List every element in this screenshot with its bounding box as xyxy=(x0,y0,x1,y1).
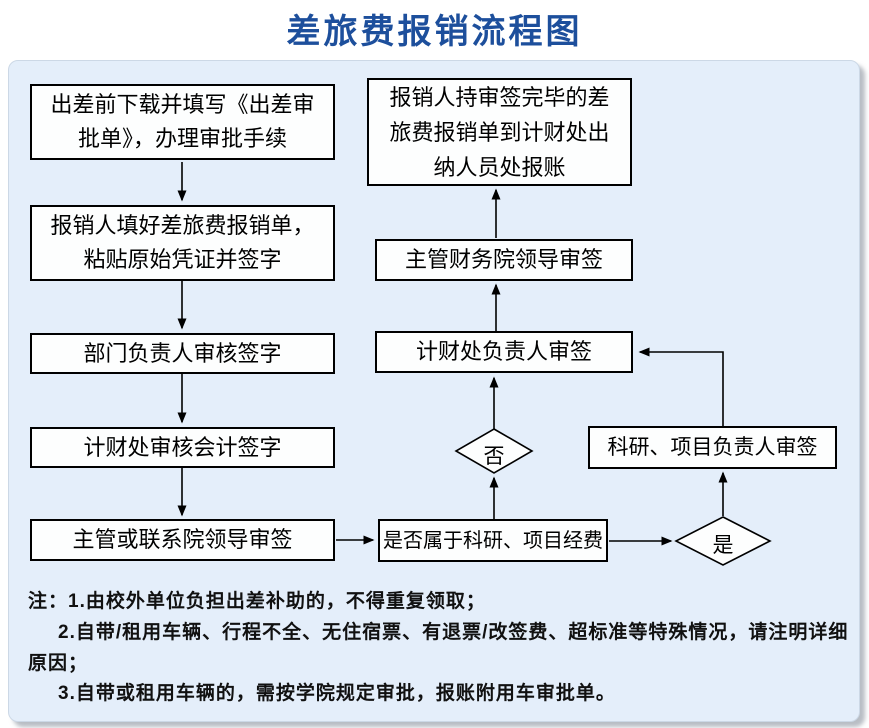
decision-yes-diamond xyxy=(674,516,772,566)
decision-no-label: 否 xyxy=(483,445,505,468)
connector-project-head-finance-head xyxy=(638,347,724,426)
step-finance-accountant-sign: 计财处审核会计签字 xyxy=(30,427,335,468)
note-line-1: 注：1.由校外单位负担出差补助的，不得重复领取； xyxy=(28,591,486,612)
step-fill-reimbursement-form: 报销人填好差旅费报销单，粘贴原始凭证并签字 xyxy=(30,205,335,281)
note-line-4: 3.自带或租用车辆的，需按学院规定审批，报账附用车审批单。 xyxy=(58,683,616,704)
question-research-project-funds: 是否属于科研、项目经费 xyxy=(378,519,608,562)
page-title: 差旅费报销流程图 xyxy=(286,13,583,51)
step-college-leader-sign: 主管或联系院领导审签 xyxy=(30,519,335,561)
decision-no-diamond xyxy=(454,428,534,474)
step-department-head-sign: 部门负责人审核签字 xyxy=(30,333,335,374)
step-finance-office-head-sign: 计财处负责人审签 xyxy=(375,331,633,373)
note-line-3: 原因； xyxy=(28,653,89,674)
step-submit-to-cashier: 报销人持审签完毕的差旅费报销单到计财处出纳人员处报账 xyxy=(367,78,632,186)
step-project-head-sign: 科研、项目负责人审签 xyxy=(588,426,837,469)
step-download-approval-form: 出差前下载并填写《出差审批单》，办理审批手续 xyxy=(30,84,335,160)
decision-yes-label: 是 xyxy=(712,534,734,557)
step-finance-vp-sign: 主管财务院领导审签 xyxy=(375,239,633,281)
note-line-2: 2.自带/租用车辆、行程不全、无住宿票、有退票/改签费、超标准等特殊情况，请注明… xyxy=(58,622,849,643)
